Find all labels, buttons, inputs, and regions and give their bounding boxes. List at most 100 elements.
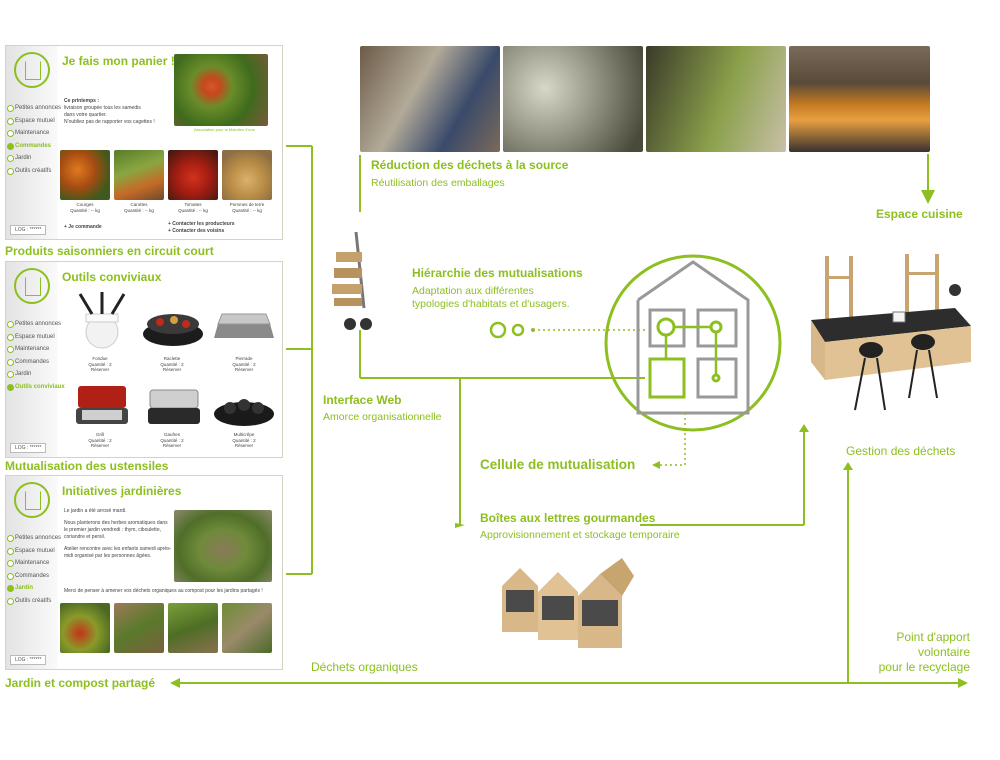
herb-spiral-image: [174, 510, 272, 582]
panel-jardin: Initiatives jardinières Petites annonces…: [5, 475, 283, 670]
hierarchie-title: Hiérarchie des mutualisations: [412, 266, 583, 280]
menu-item[interactable]: Jardin: [7, 154, 61, 167]
arrow-right-head: [958, 678, 968, 688]
cellule-label: Cellule de mutualisation: [480, 457, 636, 472]
dot-large: [489, 321, 507, 339]
log-field[interactable]: LOG : ******: [10, 655, 47, 665]
interface-title: Interface Web: [323, 393, 402, 407]
panel-outils: Outils conviviaux Petites annonces Espac…: [5, 261, 283, 458]
hierarchie-subtitle-1: Adaptation aux différentes: [412, 285, 534, 297]
menu-item[interactable]: Petites annonces: [7, 534, 61, 547]
arrow-gestion-head: [799, 424, 809, 432]
point-apport-label: Point d'apport volontaire pour le recycl…: [878, 630, 970, 674]
arrow-left-head: [170, 678, 180, 688]
boites-title: Boîtes aux lettres gourmandes: [480, 511, 656, 525]
menu-item[interactable]: Commandes: [7, 572, 61, 585]
tomates-image: [168, 150, 218, 200]
menu-item[interactable]: Espace mutuel: [7, 333, 65, 346]
arrow-cuisine-head: [921, 190, 935, 204]
jars-photo: [503, 46, 643, 152]
garden-photo-2: [114, 603, 164, 653]
garden-photo-1: [60, 603, 110, 653]
menu-item-active[interactable]: Outils conviviaux: [7, 383, 65, 396]
cellule-dotted-link: [660, 413, 686, 466]
arrow-boites-head: [455, 523, 465, 528]
cellule-circle: [604, 254, 782, 432]
menu-item[interactable]: Petites annonces: [7, 320, 65, 333]
menu-item[interactable]: Outils créatifs: [7, 167, 61, 180]
menu-item-active[interactable]: Jardin: [7, 584, 61, 597]
house-logo-icon: [14, 268, 50, 304]
panel-menu: Petites annonces Espace mutuel Maintenan…: [7, 534, 61, 609]
panel-menu: Petites annonces Espace mutuel Maintenan…: [7, 320, 65, 395]
contact-voisins-link[interactable]: + Contacter des voisins: [168, 228, 225, 234]
garden-photo-4: [222, 603, 272, 653]
house-logo-icon: [14, 52, 50, 88]
fondue-image: [78, 292, 126, 349]
photo-caption: Association pour le Maintien d'une: [194, 127, 255, 132]
carottes-image: [114, 150, 164, 200]
menu-item[interactable]: Maintenance: [7, 129, 61, 142]
compost-note: Merci de penser à amener vos déchets org…: [64, 588, 263, 594]
contacts-links: + Contacter les producteurs + Contacter …: [168, 221, 235, 235]
garden-photo-3: [168, 603, 218, 653]
pierrade-image: [214, 313, 274, 338]
menu-item[interactable]: Espace mutuel: [7, 117, 61, 130]
menu-item[interactable]: Maintenance: [7, 345, 65, 358]
espace-cuisine-label: Espace cuisine: [876, 207, 963, 221]
log-field[interactable]: LOG : ******: [10, 225, 47, 235]
courges-image: [60, 150, 110, 200]
juice-bottles-photo: [789, 46, 930, 152]
section-title: Produits saisonniers en circuit court: [5, 244, 214, 258]
menu-item[interactable]: Jardin: [7, 370, 65, 383]
garden-news: Le jardin a été arrosé mardi. Nous plant…: [64, 508, 172, 559]
house-logo-icon: [14, 482, 50, 518]
panel-title: Outils conviviaux: [62, 270, 162, 284]
interface-subtitle: Amorce organisationnelle: [323, 411, 442, 423]
panel-panier: Je fais mon panier ! Petites annonces Es…: [5, 45, 283, 240]
menu-item-active[interactable]: Commandes: [7, 142, 61, 155]
bottle-refill-photo: [360, 46, 500, 152]
menu-item[interactable]: Petites annonces: [7, 104, 61, 117]
panel-title: Initiatives jardinières: [62, 484, 182, 498]
house-pictogram: [636, 260, 750, 415]
contact-producteurs-link[interactable]: + Contacter les producteurs: [168, 221, 235, 227]
mailboxes-image: [502, 558, 634, 648]
menu-item[interactable]: Outils créatifs: [7, 597, 61, 610]
vegetables-basket-image: [174, 54, 268, 126]
menu-item[interactable]: Commandes: [7, 358, 65, 371]
panel-menu: Petites annonces Espace mutuel Maintenan…: [7, 104, 61, 179]
menu-item[interactable]: Maintenance: [7, 559, 61, 572]
bulk-dispenser-photo: [646, 46, 786, 152]
dot-small: [531, 328, 535, 332]
grill-image: [76, 386, 128, 424]
panel-title: Je fais mon panier !: [62, 54, 175, 68]
gaufres-image: [148, 389, 200, 424]
kitchen-furniture-image: [811, 254, 971, 411]
section-title: Mutualisation des ustensiles: [5, 459, 169, 473]
reduction-subtitle: Réutilisation des emballages: [371, 177, 505, 189]
arrow-recycle-head: [843, 462, 853, 470]
dechets-organiques-label: Déchets organiques: [311, 660, 418, 674]
raclette-image: [143, 314, 203, 346]
reduction-title: Réduction des déchets à la source: [371, 158, 569, 172]
order-link[interactable]: + Je commande: [64, 224, 102, 230]
section-title: Jardin et compost partagé: [5, 676, 156, 690]
trolley-image: [332, 231, 372, 330]
boites-subtitle: Approvisionnement et stockage temporaire: [480, 529, 680, 541]
log-field[interactable]: LOG : ******: [10, 443, 47, 453]
menu-item[interactable]: Espace mutuel: [7, 547, 61, 560]
pommes-de-terre-image: [222, 150, 272, 200]
dot-medium: [511, 323, 525, 337]
